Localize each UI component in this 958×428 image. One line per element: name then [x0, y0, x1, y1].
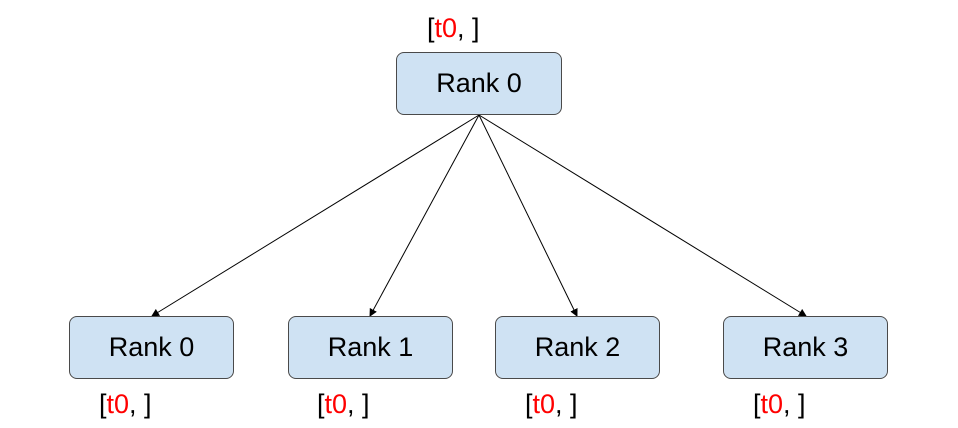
- root-tensor-name: t0: [434, 13, 458, 43]
- child-tensor-label-0: [t0, ]: [99, 389, 152, 419]
- child-tensor-open-2: [: [525, 389, 533, 419]
- edge-root-to-rank-1: [369, 114, 480, 317]
- root-rank-label: Rank 0: [436, 68, 522, 98]
- child-tensor-open-3: [: [753, 389, 761, 419]
- root-rank-node: Rank 0: [396, 52, 562, 115]
- root-tensor-label: [t0, ]: [427, 13, 480, 43]
- child-rank-node-3: Rank 3: [723, 316, 888, 379]
- child-tensor-name-1: t0: [324, 389, 348, 419]
- child-tensor-label-2: [t0, ]: [525, 389, 578, 419]
- child-tensor-name-3: t0: [760, 389, 784, 419]
- edge-root-to-rank-3: [478, 114, 807, 317]
- child-rank-label-2: Rank 2: [534, 332, 621, 362]
- root-tensor-open: [: [427, 13, 435, 43]
- child-rank-node-1: Rank 1: [288, 316, 453, 379]
- child-tensor-open-0: [: [99, 389, 107, 419]
- child-tensor-name-2: t0: [532, 389, 556, 419]
- child-tensor-rest-2: , ]: [555, 389, 578, 419]
- child-rank-node-2: Rank 2: [495, 316, 660, 379]
- child-rank-label-1: Rank 1: [327, 332, 414, 362]
- edge-root-to-rank-0: [151, 114, 480, 317]
- edge-root-to-rank-2: [478, 114, 578, 317]
- child-tensor-rest-3: , ]: [783, 389, 806, 419]
- child-tensor-label-3: [t0, ]: [753, 389, 806, 419]
- child-rank-label-3: Rank 3: [762, 332, 849, 362]
- child-tensor-rest-1: , ]: [347, 389, 370, 419]
- child-tensor-open-1: [: [317, 389, 325, 419]
- child-rank-node-0: Rank 0: [69, 316, 234, 379]
- root-tensor-rest: , ]: [457, 13, 480, 43]
- child-tensor-rest-0: , ]: [129, 389, 152, 419]
- child-rank-label-0: Rank 0: [108, 332, 195, 362]
- child-tensor-name-0: t0: [106, 389, 130, 419]
- child-tensor-label-1: [t0, ]: [317, 389, 370, 419]
